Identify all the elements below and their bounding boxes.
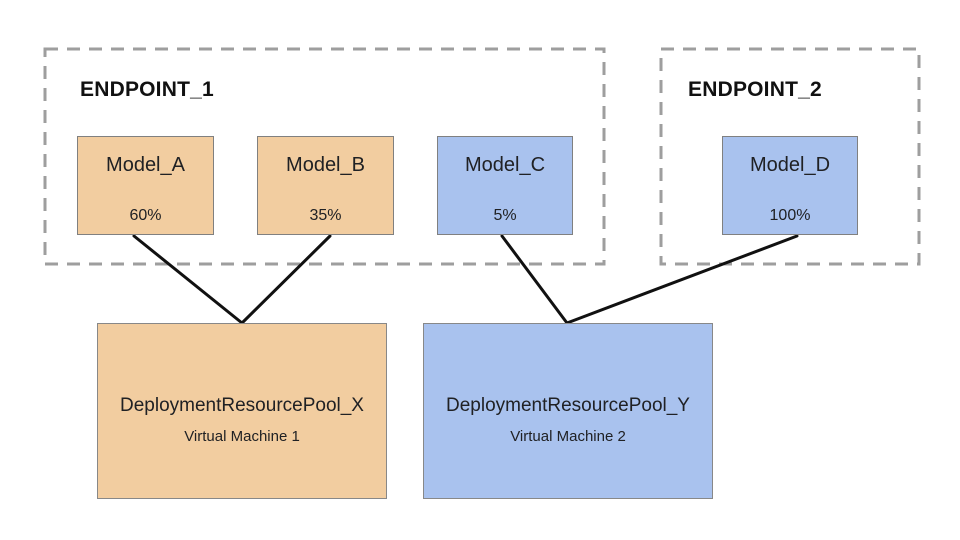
- connector-model-a-to-pool-x: [132, 234, 244, 325]
- model-b-traffic-split: 35%: [309, 207, 342, 224]
- model-b-label: Model_B: [286, 154, 365, 176]
- endpoint-2-label: ENDPOINT_2: [688, 78, 822, 101]
- model-a-traffic-split: 60%: [129, 207, 162, 224]
- pool-y-machine-label: Virtual Machine 2: [510, 428, 626, 445]
- endpoint-1-label: ENDPOINT_1: [80, 78, 214, 101]
- pool-x-machine-label: Virtual Machine 1: [184, 428, 300, 445]
- pool-x-label: DeploymentResourcePool_X: [120, 395, 364, 416]
- model-d-box: Model_D 100%: [722, 136, 858, 235]
- model-a-label: Model_A: [106, 154, 185, 176]
- pool-y-label: DeploymentResourcePool_Y: [446, 395, 690, 416]
- model-c-label: Model_C: [464, 154, 546, 176]
- model-c-traffic-split: 5%: [493, 207, 517, 224]
- connector-model-d-to-pool-y: [565, 234, 799, 325]
- model-c-box: Model_C 5%: [437, 136, 573, 235]
- model-d-traffic-split: 100%: [769, 207, 811, 224]
- connector-model-b-to-pool-x: [240, 234, 332, 325]
- model-d-label: Model_D: [749, 154, 831, 176]
- pool-y-box: DeploymentResourcePool_Y Virtual Machine…: [423, 323, 713, 499]
- model-a-box: Model_A 60%: [77, 136, 214, 235]
- pool-x-box: DeploymentResourcePool_X Virtual Machine…: [97, 323, 387, 499]
- model-b-box: Model_B 35%: [257, 136, 394, 235]
- connector-model-c-to-pool-y: [500, 234, 569, 325]
